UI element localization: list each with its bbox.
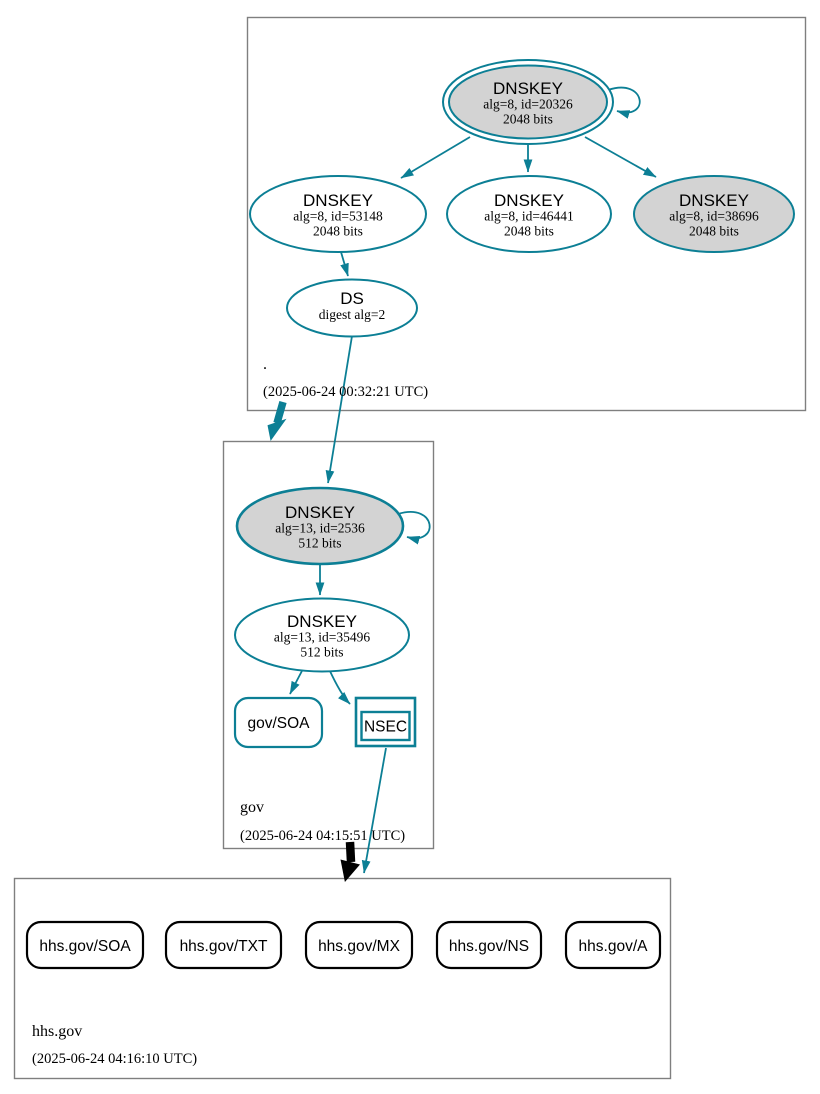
node-root-dnskey-38696[interactable]: DNSKEY alg=8, id=38696 2048 bits <box>633 175 795 253</box>
root-ksk2-alg: alg=8, id=38696 <box>669 209 759 224</box>
zone-timestamp-gov: (2025-06-24 04:15:51 UTC) <box>240 828 405 844</box>
node-hhs-a[interactable]: hhs.gov/A <box>564 920 662 970</box>
gov-zsk-title: DNSKEY <box>287 612 357 631</box>
node-hhs-txt[interactable]: hhs.gov/TXT <box>164 920 283 970</box>
edge-root-ksk-self-sign <box>607 86 641 119</box>
edge-nsec-to-hhs-zone <box>361 747 387 874</box>
node-gov-ksk-2536[interactable]: DNSKEY alg=13, id=2536 512 bits <box>235 486 405 566</box>
root-ds-digest: digest alg=2 <box>319 307 385 322</box>
root-zsk2-bits: 2048 bits <box>504 224 554 239</box>
root-ksk2-bits: 2048 bits <box>689 224 739 239</box>
hhs-a-label: hhs.gov/A <box>579 938 649 955</box>
gov-ksk-title: DNSKEY <box>285 503 355 522</box>
node-hhs-ns[interactable]: hhs.gov/NS <box>435 920 543 970</box>
node-root-zsk-53148[interactable]: DNSKEY alg=8, id=53148 2048 bits <box>249 175 427 253</box>
edge-ds-to-gov-ksk <box>325 335 353 484</box>
edge-gov-ksk-self-sign <box>397 511 431 545</box>
root-ksk-bits: 2048 bits <box>503 112 553 127</box>
root-zsk1-alg: alg=8, id=53148 <box>293 209 383 224</box>
hhs-ns-label: hhs.gov/NS <box>449 938 529 955</box>
hhs-mx-label: hhs.gov/MX <box>318 938 401 955</box>
hhs-soa-label: hhs.gov/SOA <box>39 938 131 955</box>
edge-root-ksk-to-dnskey38696 <box>584 136 657 178</box>
node-gov-zsk-35496[interactable]: DNSKEY alg=13, id=35496 512 bits <box>234 597 410 673</box>
edge-gov-zsk-to-soa <box>289 668 304 695</box>
root-ksk-title: DNSKEY <box>493 79 563 98</box>
zone-label-root: . <box>263 356 267 373</box>
root-zsk1-title: DNSKEY <box>303 191 373 210</box>
edge-root-ksk-to-zsk53148 <box>400 136 471 179</box>
zone-box-hhs-gov <box>13 877 672 1080</box>
zone-timestamp-root: (2025-06-24 00:32:21 UTC) <box>263 384 428 400</box>
root-zsk2-alg: alg=8, id=46441 <box>484 209 573 224</box>
zone-label-gov: gov <box>240 799 264 816</box>
node-root-ksk-20326[interactable]: DNSKEY alg=8, id=20326 2048 bits <box>442 59 614 145</box>
gov-nsec-label: NSEC <box>364 719 407 736</box>
gov-soa-label: gov/SOA <box>247 715 310 732</box>
gov-zsk-bits: 512 bits <box>300 645 343 660</box>
root-ksk2-title: DNSKEY <box>679 191 749 210</box>
gov-ksk-bits: 512 bits <box>298 536 341 551</box>
hhs-txt-label: hhs.gov/TXT <box>180 938 268 955</box>
root-zsk1-bits: 2048 bits <box>313 224 363 239</box>
gov-zsk-alg: alg=13, id=35496 <box>274 630 370 645</box>
edge-gov-zsk-to-nsec <box>328 668 351 705</box>
delegation-arrow-gov-to-hhs <box>340 841 360 882</box>
node-root-ds[interactable]: DS digest alg=2 <box>286 278 418 338</box>
node-root-dnskey-46441[interactable]: DNSKEY alg=8, id=46441 2048 bits <box>446 175 612 253</box>
zone-timestamp-hhs: (2025-06-24 04:16:10 UTC) <box>32 1051 197 1067</box>
root-ds-title: DS <box>340 289 364 308</box>
node-gov-nsec[interactable]: NSEC <box>354 696 417 748</box>
root-ksk-alg: alg=8, id=20326 <box>483 97 573 112</box>
delegation-arrow-root-to-gov <box>267 400 287 441</box>
node-hhs-mx[interactable]: hhs.gov/MX <box>304 920 414 970</box>
edge-zsk53148-to-ds <box>340 251 349 277</box>
root-zsk2-title: DNSKEY <box>494 191 564 210</box>
node-gov-soa[interactable]: gov/SOA <box>233 696 324 749</box>
gov-ksk-alg: alg=13, id=2536 <box>275 521 365 536</box>
zone-label-hhs: hhs.gov <box>32 1023 82 1040</box>
node-hhs-soa[interactable]: hhs.gov/SOA <box>25 920 145 970</box>
